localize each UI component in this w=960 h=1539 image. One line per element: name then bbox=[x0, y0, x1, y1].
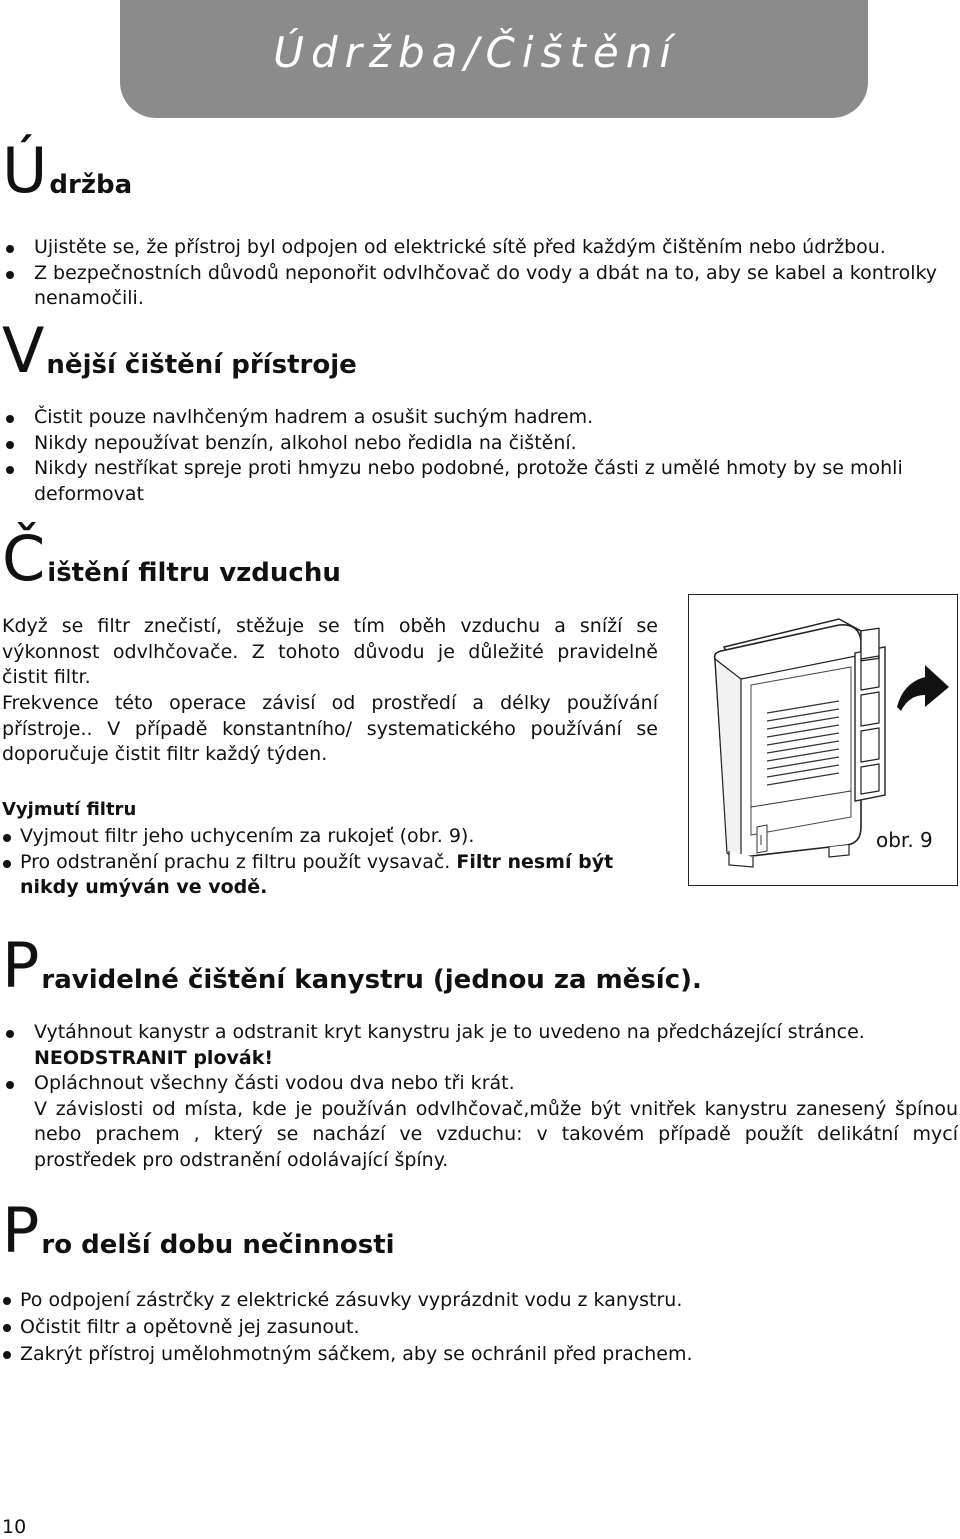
warning-text: Filtr nesmí být nikdy umýván ve vodě. bbox=[20, 850, 614, 899]
figure-caption: obr. 9 bbox=[876, 828, 933, 852]
list-item: Vyjmout filtr jeho uchycením za rukojeť … bbox=[0, 824, 640, 850]
heading-text: ro delší dobu nečinnosti bbox=[41, 1230, 395, 1260]
vyjmuti-list: Vyjmout filtr jeho uchycením za rukojeť … bbox=[0, 824, 640, 901]
heading-text: ištění filtru vzduchu bbox=[47, 558, 341, 588]
list-item: Nikdy nestříkat spreje proti hmyzu nebo … bbox=[0, 456, 958, 507]
filtr-paragraph-1: Když se filtr znečistí, stěžuje se tím o… bbox=[2, 615, 658, 688]
list-item-text: Opláchnout všechny části vodou dva nebo … bbox=[34, 1072, 515, 1094]
kanystr-list: Vytáhnout kanystr a odstranit kryt kanys… bbox=[0, 1020, 958, 1173]
heading-initial: P bbox=[2, 1194, 40, 1267]
list-item: Pro odstranění prachu z filtru použít vy… bbox=[0, 850, 640, 901]
warning-text: NEODSTRANIT plovák! bbox=[34, 1046, 274, 1069]
udrzba-list: Ujistěte se, že přístroj byl odpojen od … bbox=[0, 235, 958, 312]
dehumidifier-illustration bbox=[713, 618, 949, 868]
list-item: Vytáhnout kanystr a odstranit kryt kanys… bbox=[0, 1020, 958, 1071]
list-item: Opláchnout všechny části vodou dva nebo … bbox=[0, 1071, 958, 1173]
list-item: Po odpojení zástrčky z elektrické zásuvk… bbox=[0, 1287, 958, 1314]
vnejsi-list: Čistit pouze navlhčeným hadrem a osušit … bbox=[0, 405, 958, 507]
heading-initial: Č bbox=[2, 522, 46, 595]
figure-obr-9 bbox=[688, 594, 958, 886]
list-item-text: Pro odstranění prachu z filtru použít vy… bbox=[20, 850, 451, 873]
heading-text: nější čištění přístroje bbox=[46, 350, 357, 380]
list-item: Ujistěte se, že přístroj byl odpojen od … bbox=[0, 235, 958, 261]
header-banner: Údržba/Čištění bbox=[120, 0, 868, 118]
heading-initial: Ú bbox=[2, 134, 48, 207]
heading-cisteni-kanystru: P ravidelné čištění kanystru (jednou za … bbox=[2, 935, 702, 997]
heading-udrzba: Ú držba bbox=[2, 140, 132, 202]
heading-text: držba bbox=[49, 170, 133, 200]
list-item-text: Vytáhnout kanystr a odstranit kryt kanys… bbox=[34, 1021, 865, 1043]
list-item: Z bezpečnostních důvodů neponořit odvlhč… bbox=[0, 261, 958, 312]
heading-vnejsi-cisteni: V nější čištění přístroje bbox=[2, 320, 357, 382]
heading-necinnost: P ro delší dobu nečinnosti bbox=[2, 1200, 395, 1262]
filtr-paragraph-2: Frekvence této operace závisí od prostře… bbox=[2, 692, 658, 765]
heading-cisteni-filtru: Č ištění filtru vzduchu bbox=[2, 528, 341, 590]
list-item: Čistit pouze navlhčeným hadrem a osušit … bbox=[0, 405, 958, 431]
heading-initial: P bbox=[2, 929, 40, 1002]
subheading-vyjmuti-filtru: Vyjmutí filtru bbox=[2, 799, 137, 820]
list-item-text: V závislosti od místa, kde je používán o… bbox=[34, 1097, 958, 1171]
list-item: Nikdy nepoužívat benzín, alkohol nebo ře… bbox=[0, 431, 958, 457]
list-item: Zakrýt přístroj umělohmotným sáčkem, aby… bbox=[0, 1341, 958, 1368]
necinnost-list: Po odpojení zástrčky z elektrické zásuvk… bbox=[0, 1287, 958, 1368]
heading-initial: V bbox=[2, 314, 45, 387]
list-item: Očistit filtr a opětovně jej zasunout. bbox=[0, 1314, 958, 1341]
heading-text: ravidelné čištění kanystru (jednou za mě… bbox=[41, 965, 702, 995]
page-number: 10 bbox=[2, 1516, 27, 1538]
page-title: Údržba/Čištění bbox=[273, 28, 678, 77]
